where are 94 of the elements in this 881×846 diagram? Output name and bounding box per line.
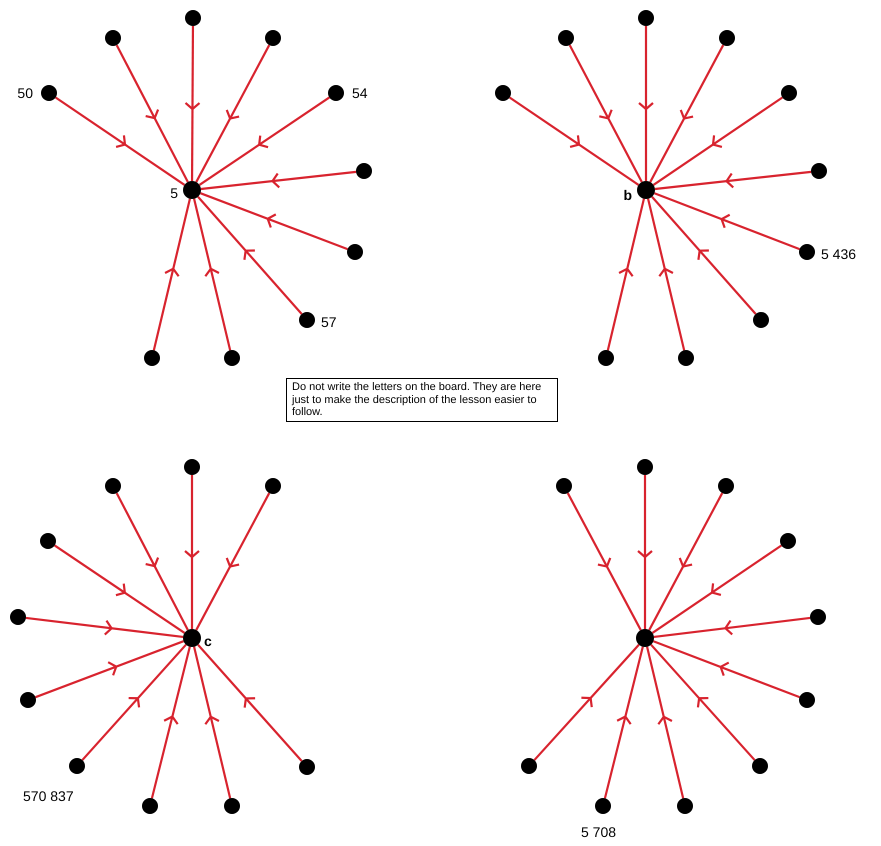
arrow bbox=[654, 170, 812, 190]
dot bbox=[637, 459, 653, 475]
dot bbox=[521, 758, 537, 774]
dot bbox=[678, 350, 694, 366]
dot bbox=[105, 30, 121, 46]
arrow bbox=[184, 26, 201, 181]
arrow bbox=[197, 196, 303, 315]
dot bbox=[811, 163, 827, 179]
dot bbox=[40, 533, 56, 549]
arrow bbox=[654, 616, 810, 638]
arrow bbox=[653, 640, 800, 698]
arrow bbox=[198, 96, 330, 186]
arrow bbox=[648, 492, 724, 631]
arrow bbox=[116, 492, 189, 631]
dot bbox=[595, 798, 611, 814]
dot bbox=[144, 350, 160, 366]
dot bbox=[328, 85, 344, 101]
arrow bbox=[193, 198, 232, 350]
dot bbox=[105, 478, 121, 494]
point-label: 570 837 bbox=[23, 788, 74, 804]
point-label: 50 bbox=[17, 85, 33, 101]
arrow bbox=[646, 646, 684, 798]
point-label: 5 436 bbox=[821, 246, 856, 262]
dot bbox=[752, 758, 768, 774]
arrow bbox=[26, 616, 184, 638]
point-label: 54 bbox=[352, 85, 368, 101]
dot bbox=[719, 30, 735, 46]
dot bbox=[799, 692, 815, 708]
point-label: 57 bbox=[321, 314, 337, 330]
arrow bbox=[54, 544, 186, 634]
dot bbox=[224, 798, 240, 814]
dot bbox=[265, 30, 281, 46]
dot bbox=[10, 609, 26, 625]
arrow bbox=[647, 198, 686, 350]
dot bbox=[184, 459, 200, 475]
arrow bbox=[638, 26, 654, 181]
arrow bbox=[197, 644, 302, 762]
arrow bbox=[55, 96, 186, 186]
arrow bbox=[649, 44, 724, 183]
arrow bbox=[650, 644, 756, 761]
arrow bbox=[566, 492, 642, 631]
point-label: 5 708 bbox=[581, 824, 616, 840]
dot bbox=[495, 85, 511, 101]
dot bbox=[20, 692, 36, 708]
dot bbox=[780, 533, 796, 549]
dot bbox=[753, 312, 769, 328]
dot bbox=[185, 10, 201, 26]
dot bbox=[183, 181, 201, 199]
dot bbox=[41, 85, 57, 101]
arrow bbox=[652, 544, 782, 634]
arrow bbox=[152, 198, 191, 350]
arrow bbox=[534, 644, 640, 761]
arrow bbox=[636, 475, 654, 629]
arrow bbox=[568, 44, 643, 183]
dot bbox=[598, 350, 614, 366]
dot bbox=[799, 244, 815, 260]
arrow bbox=[652, 96, 783, 186]
dot bbox=[183, 629, 201, 647]
point-label: b bbox=[623, 187, 632, 203]
dot bbox=[636, 629, 654, 647]
dot bbox=[810, 609, 826, 625]
dot bbox=[637, 181, 655, 199]
point-label: 5 bbox=[170, 185, 178, 201]
arrow bbox=[651, 196, 757, 315]
dot bbox=[224, 350, 240, 366]
dot bbox=[69, 758, 85, 774]
dot bbox=[265, 478, 281, 494]
dot bbox=[556, 478, 572, 494]
dot bbox=[781, 85, 797, 101]
dot bbox=[718, 478, 734, 494]
arrow bbox=[82, 644, 187, 761]
dot bbox=[638, 10, 654, 26]
arrow bbox=[35, 640, 184, 698]
arrow bbox=[606, 198, 645, 350]
dot bbox=[558, 30, 574, 46]
arrow bbox=[509, 96, 640, 186]
arrow bbox=[654, 192, 800, 250]
arrow bbox=[200, 170, 356, 190]
arrow bbox=[193, 646, 232, 798]
dot bbox=[299, 312, 315, 328]
dot bbox=[142, 798, 158, 814]
arrow bbox=[604, 646, 644, 798]
arrow bbox=[150, 646, 191, 798]
point-label: c bbox=[204, 633, 212, 649]
dot bbox=[347, 244, 363, 260]
arrow bbox=[195, 492, 270, 631]
arrow bbox=[200, 192, 348, 250]
arrow bbox=[195, 44, 270, 183]
dot bbox=[299, 759, 315, 775]
arrow bbox=[184, 475, 200, 629]
note-box: Do not write the letters on the board. They are here just to make the description of the lesson easier to follow. bbox=[286, 378, 558, 422]
arrow bbox=[116, 44, 189, 183]
dot bbox=[356, 163, 372, 179]
dot bbox=[677, 798, 693, 814]
